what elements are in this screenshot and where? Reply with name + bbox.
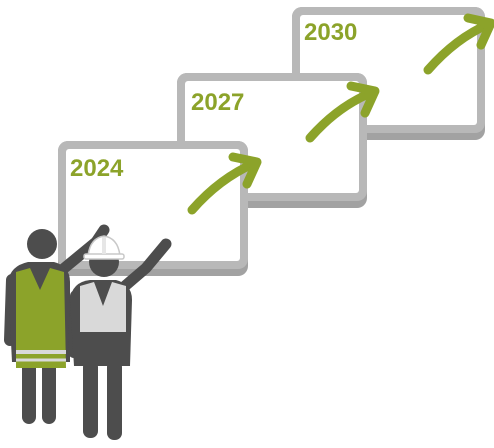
worker-leg (42, 358, 56, 424)
worker-icon (68, 235, 172, 440)
worker-icon (4, 224, 110, 424)
worker-leg (22, 358, 36, 424)
panel-screen (66, 149, 240, 261)
hard-hat-icon (83, 235, 125, 260)
worker-arm (112, 238, 172, 298)
year-label-2027: 2027 (191, 89, 244, 116)
worker-vest (16, 268, 66, 368)
upward-trend-arrow-icon (187, 152, 262, 215)
worker-head (27, 229, 57, 259)
worker-leg (107, 360, 122, 440)
worker-leg (83, 360, 98, 438)
year-label-2024: 2024 (70, 155, 124, 182)
upward-trend-arrow-icon (423, 13, 494, 75)
year-label-2030: 2030 (304, 19, 357, 46)
worker-vest (80, 282, 126, 332)
upward-trend-arrow-icon (305, 81, 380, 143)
